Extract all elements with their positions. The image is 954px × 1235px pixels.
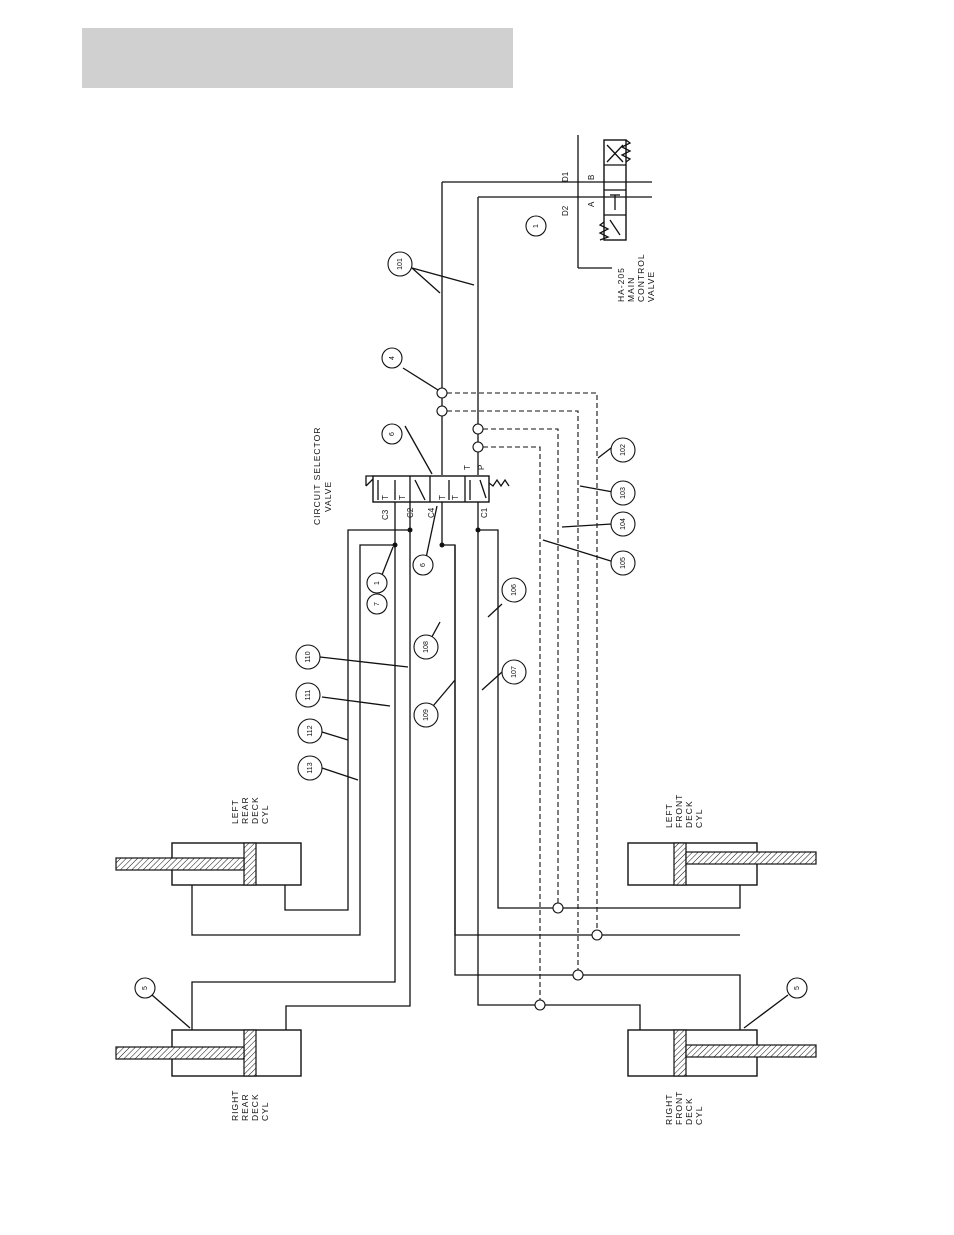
svg-text:1: 1	[374, 581, 381, 585]
left-rear-deck-cylinder	[116, 843, 301, 885]
svg-text:6: 6	[420, 563, 427, 567]
svg-text:DECK: DECK	[684, 800, 694, 828]
callout-bubble: 5	[787, 978, 807, 998]
port-a-label: A	[587, 201, 596, 207]
svg-text:T: T	[381, 495, 390, 500]
callout-bubble: 101	[388, 252, 412, 276]
svg-text:111: 111	[305, 690, 312, 701]
svg-text:DECK: DECK	[250, 1093, 260, 1121]
port-c1-label: C1	[480, 507, 489, 518]
svg-text:1: 1	[533, 224, 540, 228]
callout-bubble: 109	[414, 703, 438, 727]
svg-text:104: 104	[620, 518, 627, 530]
svg-text:DECK: DECK	[684, 1097, 694, 1125]
svg-text:CIRCUIT SELECTOR: CIRCUIT SELECTOR	[312, 427, 322, 525]
svg-text:VALVE: VALVE	[323, 481, 333, 512]
svg-text:LEFT: LEFT	[230, 799, 240, 824]
hose-101	[412, 182, 596, 475]
svg-text:MAIN: MAIN	[626, 277, 636, 302]
svg-text:T: T	[398, 495, 407, 500]
svg-text:P: P	[477, 465, 486, 470]
callout-bubble: 1	[367, 573, 387, 593]
callout-bubble: 6	[382, 424, 402, 444]
main-control-valve	[578, 135, 652, 268]
svg-text:103: 103	[620, 487, 627, 499]
svg-text:T: T	[451, 495, 460, 500]
svg-text:6: 6	[389, 432, 396, 436]
callout-bubble: 105	[611, 551, 635, 575]
callout-bubble: 6	[413, 555, 433, 575]
port-d1-label: D1	[561, 171, 570, 182]
port-b-label: B	[587, 175, 596, 180]
svg-text:REAR: REAR	[240, 796, 250, 824]
svg-text:HA-205: HA-205	[616, 267, 626, 302]
callout-bubble: 7	[367, 594, 387, 614]
svg-text:CYL: CYL	[694, 1105, 704, 1125]
svg-text:T: T	[438, 495, 447, 500]
callout-bubble: 113	[298, 756, 322, 780]
svg-text:110: 110	[305, 651, 312, 662]
svg-text:113: 113	[307, 762, 314, 773]
svg-text:102: 102	[620, 444, 627, 456]
svg-text:101: 101	[397, 258, 404, 270]
svg-text:REAR: REAR	[240, 1093, 250, 1121]
callout-bubble: 102	[611, 438, 635, 462]
crossing-markers	[535, 903, 602, 1010]
svg-text:VALVE: VALVE	[646, 271, 656, 302]
main-valve-label: HA-205 MAIN CONTROL VALVE	[616, 253, 656, 302]
svg-text:109: 109	[423, 709, 430, 721]
port-c3-label: C3	[381, 509, 390, 520]
right-rear-label: RIGHT REAR DECK CYL	[230, 1090, 270, 1121]
svg-text:5: 5	[142, 986, 149, 990]
svg-text:FRONT: FRONT	[674, 794, 684, 828]
svg-text:DECK: DECK	[250, 796, 260, 824]
right-front-deck-cylinder	[628, 995, 816, 1076]
svg-text:5: 5	[794, 986, 801, 990]
callout-bubble: 104	[611, 512, 635, 536]
callout-bubble: 1	[526, 216, 546, 236]
circuit-selector-label: CIRCUIT SELECTOR VALVE	[312, 427, 333, 525]
svg-text:107: 107	[511, 666, 518, 678]
svg-text:4: 4	[389, 356, 396, 360]
right-rear-deck-cylinder	[116, 995, 301, 1076]
svg-text:CONTROL: CONTROL	[636, 253, 646, 302]
callout-bubble: 112	[298, 719, 322, 743]
svg-text:RIGHT: RIGHT	[230, 1090, 240, 1121]
callout-bubble: 107	[502, 660, 526, 684]
callout-bubble: 103	[611, 481, 635, 505]
callout-bubble: 106	[502, 578, 526, 602]
callout-bubble: 4	[382, 348, 402, 368]
svg-text:CYL: CYL	[694, 808, 704, 828]
svg-text:105: 105	[620, 557, 627, 569]
svg-text:CYL: CYL	[260, 1101, 270, 1121]
callout-bubble: 110	[296, 645, 320, 669]
svg-text:CYL: CYL	[260, 804, 270, 824]
callout-bubble: 111	[296, 683, 320, 707]
left-front-label: LEFT FRONT DECK CYL	[664, 794, 704, 828]
solid-hoses	[192, 502, 740, 1030]
left-rear-label: LEFT REAR DECK CYL	[230, 796, 270, 824]
callout-bubble: 108	[414, 635, 438, 659]
right-front-label: RIGHT FRONT DECK CYL	[664, 1091, 704, 1125]
svg-text:106: 106	[511, 584, 518, 596]
svg-text:7: 7	[374, 602, 381, 606]
svg-text:RIGHT: RIGHT	[664, 1094, 674, 1125]
left-front-deck-cylinder	[628, 843, 816, 885]
svg-text:112: 112	[307, 725, 314, 736]
fitting-markers	[403, 368, 483, 452]
port-d2-label: D2	[561, 205, 570, 216]
svg-text:T: T	[463, 465, 472, 470]
callout-bubble: 5	[135, 978, 155, 998]
svg-text:LEFT: LEFT	[664, 803, 674, 828]
svg-text:FRONT: FRONT	[674, 1091, 684, 1125]
svg-text:108: 108	[423, 641, 430, 653]
